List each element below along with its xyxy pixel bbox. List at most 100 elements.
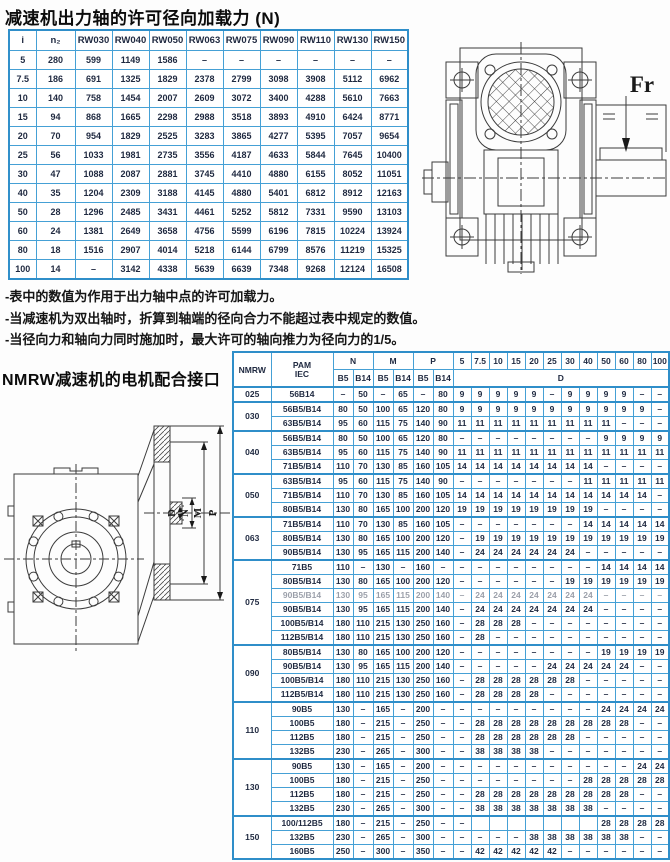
ratio-cell: –: [470, 430, 490, 446]
flange-cell: 80: [352, 502, 374, 518]
ratio-cell: –: [542, 744, 562, 760]
table-cell: 4277: [259, 126, 298, 146]
flange-cell: 215: [372, 773, 394, 788]
table-cell: 100: [8, 259, 37, 280]
table-cell: 5: [8, 50, 37, 70]
pam-cell: 132B5: [270, 801, 334, 817]
table-cell: 11219: [333, 240, 372, 260]
flange-cell: –: [432, 758, 454, 774]
table-cell: 4461: [185, 202, 224, 222]
ratio-cell: 14: [560, 459, 580, 475]
ratio-cell: –: [650, 787, 670, 802]
ratio-cell: 28: [614, 815, 634, 831]
ratio-cell: 38: [488, 744, 508, 760]
ratio-cell: 11: [452, 416, 472, 432]
flange-cell: 165: [372, 531, 394, 546]
ratio-cell: 9: [524, 401, 544, 417]
flange-cell: 350: [412, 844, 434, 860]
ratio-cell: –: [452, 531, 472, 546]
ratio-cell: 19: [452, 502, 472, 518]
table-cell: 10400: [370, 145, 409, 165]
table-cell: 80: [8, 240, 37, 260]
ratio-cell: 28: [578, 716, 598, 731]
ratio-cell: 24: [578, 588, 598, 603]
ratio-cell: –: [560, 516, 580, 532]
flange-cell: 160: [432, 673, 454, 688]
pam-cell: 56B5/B14: [270, 430, 334, 446]
header-sub-b14: B14: [392, 369, 414, 388]
pam-cell: 132B5: [270, 744, 334, 760]
pam-cell: 100B5/B14: [270, 616, 334, 631]
ratio-cell: –: [506, 574, 526, 589]
ratio-cell: 9: [452, 401, 472, 417]
header-ratio: 50: [596, 351, 616, 370]
ratio-cell: 42: [488, 844, 508, 860]
flange-cell: 230: [332, 744, 354, 760]
ratio-cell: 14: [614, 559, 634, 575]
bolt-hole-icon: [450, 68, 592, 249]
flange-cell: 180: [332, 716, 354, 731]
ratio-cell: –: [614, 588, 634, 603]
ratio-cell: 19: [470, 502, 490, 518]
ratio-cell: –: [452, 758, 472, 774]
ratio-cell: –: [542, 574, 562, 589]
table-cell: 35: [35, 183, 76, 203]
pam-cell: 112B5/B14: [270, 630, 334, 646]
ratio-cell: 28: [488, 673, 508, 688]
ratio-cell: 14: [524, 488, 544, 503]
ratio-cell: 14: [470, 488, 490, 503]
ratio-cell: –: [560, 844, 580, 860]
pam-cell: 71B5: [270, 559, 334, 575]
ratio-cell: –: [650, 744, 670, 760]
flange-cell: 100: [372, 401, 394, 417]
flange-cell: 200: [412, 602, 434, 617]
ratio-cell: –: [560, 701, 580, 717]
ratio-cell: 19: [596, 644, 616, 660]
ratio-cell: 42: [470, 844, 490, 860]
ratio-cell: –: [488, 574, 508, 589]
ratio-cell: –: [596, 730, 616, 745]
flange-cell: 200: [412, 574, 434, 589]
ratio-cell: –: [632, 744, 652, 760]
flange-cell: 130: [392, 687, 414, 703]
ratio-cell: 11: [488, 416, 508, 432]
ratio-cell: 9: [506, 401, 526, 417]
ratio-cell: 19: [524, 502, 544, 518]
ratio-cell: 24: [542, 659, 562, 674]
ratio-cell: 14: [542, 459, 562, 475]
ratio-cell: –: [452, 659, 472, 674]
table-cell: 140: [35, 88, 76, 108]
flange-cell: 65: [392, 386, 414, 403]
ratio-cell: 28: [506, 716, 526, 731]
flange-cell: 120: [412, 401, 434, 417]
ratio-cell: –: [470, 758, 490, 774]
table-cell: 6424: [333, 107, 372, 127]
pam-cell: 160B5: [270, 844, 334, 860]
ratio-cell: –: [488, 659, 508, 674]
flange-cell: –: [392, 744, 414, 760]
pam-cell: 71B5/B14: [270, 516, 334, 532]
table-cell: 28: [35, 202, 76, 222]
table-cell: 2378: [185, 69, 224, 89]
flange-cell: –: [352, 758, 374, 774]
ratio-cell: 28: [560, 787, 580, 802]
ratio-cell: –: [542, 386, 562, 403]
ratio-cell: –: [506, 758, 526, 774]
ratio-cell: –: [542, 616, 562, 631]
table-cell: 2007: [148, 88, 187, 108]
table-cell: 3072: [222, 88, 261, 108]
ratio-cell: [488, 815, 508, 831]
ratio-cell: 42: [506, 844, 526, 860]
table-cell: 8576: [296, 240, 335, 260]
ratio-cell: [470, 815, 490, 831]
ratio-cell: 14: [596, 516, 616, 532]
table-cell: 7815: [296, 221, 335, 241]
